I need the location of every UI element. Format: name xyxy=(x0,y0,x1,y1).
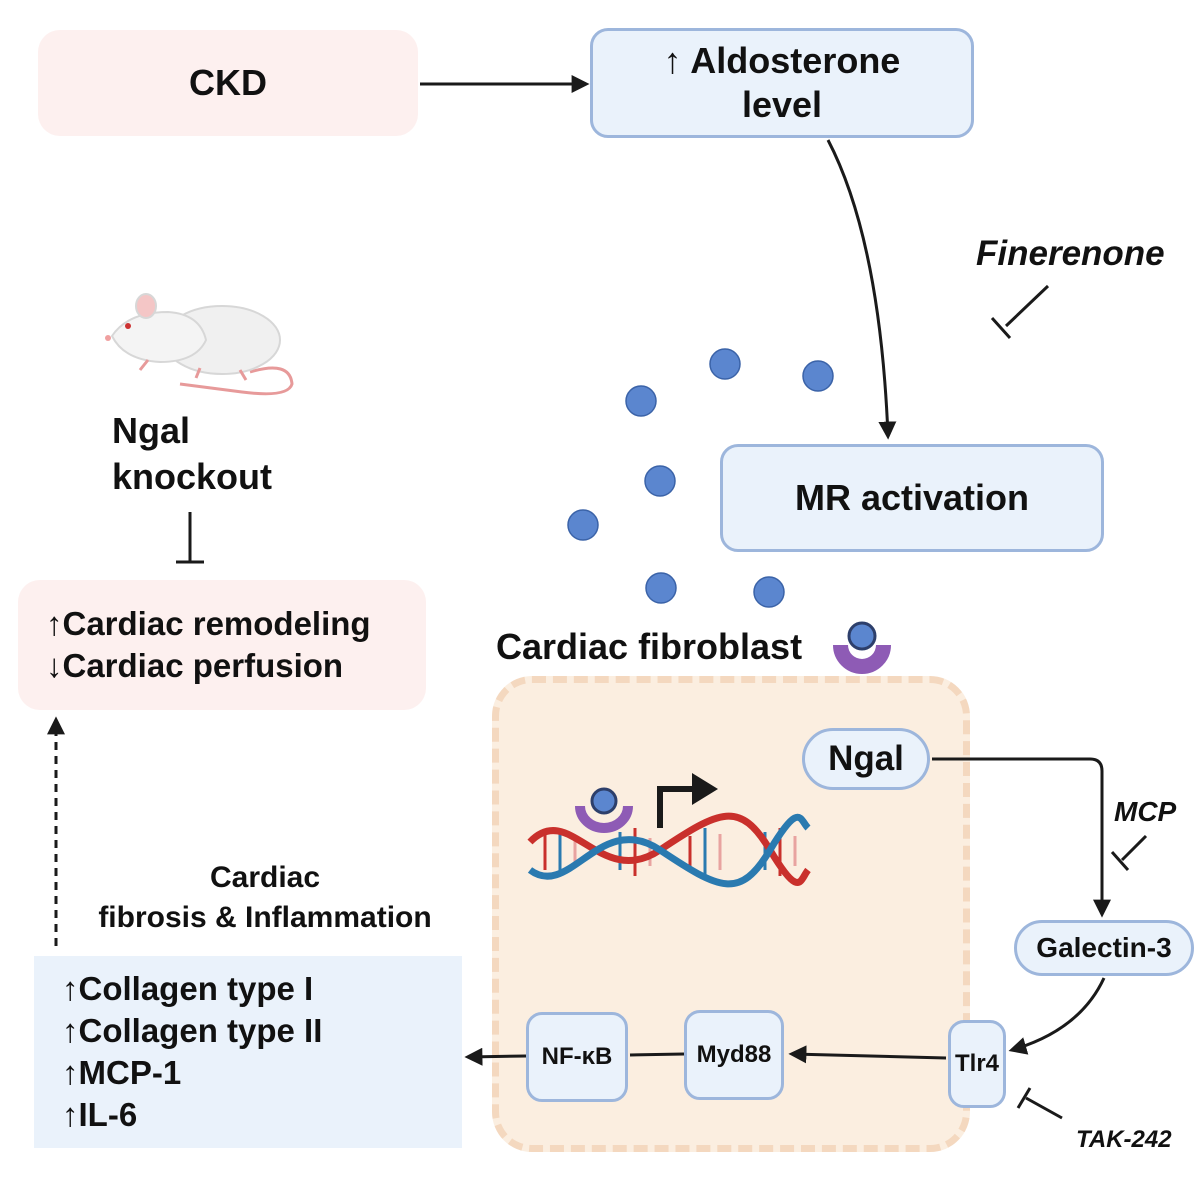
arrow-ngal-galectin3 xyxy=(932,757,1111,918)
dna-receptor-icon xyxy=(575,787,633,833)
myd88-label: Myd88 xyxy=(696,1041,772,1068)
marker-mcp1: ↑MCP-1 xyxy=(62,1054,182,1091)
galectin3-label: Galectin-3 xyxy=(1036,932,1172,963)
marker-collagen-2: ↑Collagen type II xyxy=(62,1012,323,1049)
link-myd88-nfkb xyxy=(629,1052,685,1057)
tlr4-label: Tlr4 xyxy=(954,1050,999,1077)
cardiac-fibroblast-label: Cardiac fibroblast xyxy=(496,626,803,667)
ngal-knockout-label: Ngal knockout xyxy=(112,410,273,497)
aldosterone-box: ↑ Aldosterone level xyxy=(590,28,974,138)
ckd-box: CKD xyxy=(38,30,418,136)
mcp-inhibitor xyxy=(1110,834,1148,871)
marker-il6: ↑IL-6 xyxy=(62,1096,138,1133)
aldosterone-ligand-dots xyxy=(567,348,834,608)
receptor-icon xyxy=(833,621,891,674)
nfkb-node: NF-κB xyxy=(526,1012,628,1102)
transcription-arrow-icon xyxy=(657,773,718,828)
fibrosis-inflammation-label: Cardiac fibrosis & Inflammation xyxy=(98,861,432,934)
mr-activation-label: MR activation xyxy=(794,477,1030,518)
mr-activation-box: MR activation xyxy=(720,444,1104,552)
arrow-nfkb-markers xyxy=(464,1047,527,1066)
arrow-aldosterone-mr xyxy=(826,139,897,440)
markers-box: ↑Collagen type I ↑Collagen type II ↑MCP-… xyxy=(34,956,462,1148)
tlr4-node: Tlr4 xyxy=(948,1020,1006,1108)
cardiac-perfusion-label: ↓Cardiac perfusion xyxy=(46,647,344,684)
arrow-galectin3-tlr4 xyxy=(1008,977,1106,1055)
tak242-label: TAK-242 xyxy=(1076,1126,1172,1153)
tak242-inhibitor xyxy=(1016,1087,1063,1120)
nfkb-label: NF-κB xyxy=(541,1043,613,1070)
dna-icon xyxy=(527,812,811,888)
marker-collagen-1: ↑Collagen type I xyxy=(62,970,314,1007)
finerenone-label: Finerenone xyxy=(976,234,1165,273)
cardiac-remodeling-label: ↑Cardiac remodeling xyxy=(46,605,371,642)
cardiac-outcome-box: ↑Cardiac remodeling ↓Cardiac perfusion xyxy=(18,580,426,710)
arrow-tlr4-myd88 xyxy=(788,1045,947,1064)
ngal-label: Ngal xyxy=(828,739,904,778)
myd88-node: Myd88 xyxy=(684,1010,784,1100)
aldosterone-label-line1: ↑ Aldosterone xyxy=(663,40,901,81)
mcp-label: MCP xyxy=(1114,796,1177,827)
ngal-knockout-inhibitor xyxy=(176,512,204,564)
galectin3-node: Galectin-3 xyxy=(1014,920,1194,976)
aldosterone-label-line2: level xyxy=(741,84,823,125)
rat-icon xyxy=(105,293,294,396)
ckd-label: CKD xyxy=(189,62,267,103)
ngal-node: Ngal xyxy=(802,728,930,790)
finerenone-inhibitor xyxy=(990,284,1050,340)
